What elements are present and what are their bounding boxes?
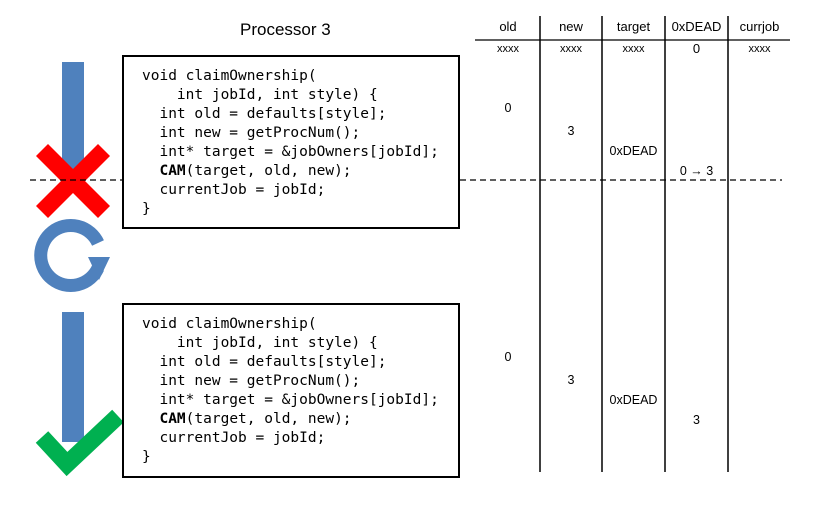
code-line: } bbox=[142, 449, 151, 465]
header-new: new bbox=[559, 19, 583, 34]
initial-new: xxxx bbox=[560, 43, 582, 55]
code-line: int jobId, int style) { bbox=[142, 87, 378, 103]
code-cam-keyword: CAM bbox=[159, 163, 186, 179]
code-line: currentJob = jobId; bbox=[142, 430, 326, 446]
down-arrow-icon bbox=[62, 312, 84, 442]
code-line: int new = getProcNum(); bbox=[142, 373, 361, 389]
code-line: } bbox=[142, 201, 151, 217]
top-target-value: 0xDEAD bbox=[609, 144, 658, 158]
bottom-dead-value: 3 bbox=[693, 413, 700, 427]
code-cam-args: (target, old, new); bbox=[185, 163, 352, 179]
header-target: target bbox=[616, 19, 651, 34]
code-line: void claimOwnership( bbox=[142, 316, 317, 332]
initial-dead: 0 bbox=[692, 41, 701, 56]
top-old-value: 0 bbox=[504, 101, 512, 115]
top-dead-value: 0 → 3 bbox=[679, 164, 714, 178]
processor-title: Processor 3 bbox=[240, 20, 331, 39]
code-cam-args: (target, old, new); bbox=[185, 411, 352, 427]
down-arrow-icon bbox=[62, 62, 84, 182]
code-line: void claimOwnership( bbox=[142, 68, 317, 84]
header-old: old bbox=[499, 19, 517, 34]
code-line: int* target = &jobOwners[jobId]; bbox=[142, 144, 439, 160]
header-currjob: currjob bbox=[739, 19, 780, 34]
code-box-success: void claimOwnership( int jobId, int styl… bbox=[122, 303, 460, 478]
initial-target: xxxx bbox=[622, 43, 645, 55]
bottom-target-value: 0xDEAD bbox=[609, 393, 658, 407]
code-line: currentJob = jobId; bbox=[142, 182, 326, 198]
header-dead: 0xDEAD bbox=[671, 19, 722, 34]
bottom-old-value: 0 bbox=[504, 350, 512, 364]
initial-old: xxxx bbox=[497, 43, 519, 55]
code-line: int old = defaults[style]; bbox=[142, 106, 387, 122]
bottom-new-value: 3 bbox=[567, 373, 575, 387]
code-line: int old = defaults[style]; bbox=[142, 354, 387, 370]
code-line: int jobId, int style) { bbox=[142, 335, 378, 351]
code-box-interrupted: void claimOwnership( int jobId, int styl… bbox=[122, 55, 460, 229]
code-line: int new = getProcNum(); bbox=[142, 125, 361, 141]
green-check-icon bbox=[35, 409, 124, 477]
initial-currjob: xxxx bbox=[748, 43, 771, 55]
code-line: int* target = &jobOwners[jobId]; bbox=[142, 392, 439, 408]
retry-cycle-icon bbox=[34, 219, 110, 292]
top-new-value: 3 bbox=[567, 124, 575, 138]
code-cam-keyword: CAM bbox=[159, 411, 186, 427]
red-x-icon bbox=[35, 143, 111, 219]
